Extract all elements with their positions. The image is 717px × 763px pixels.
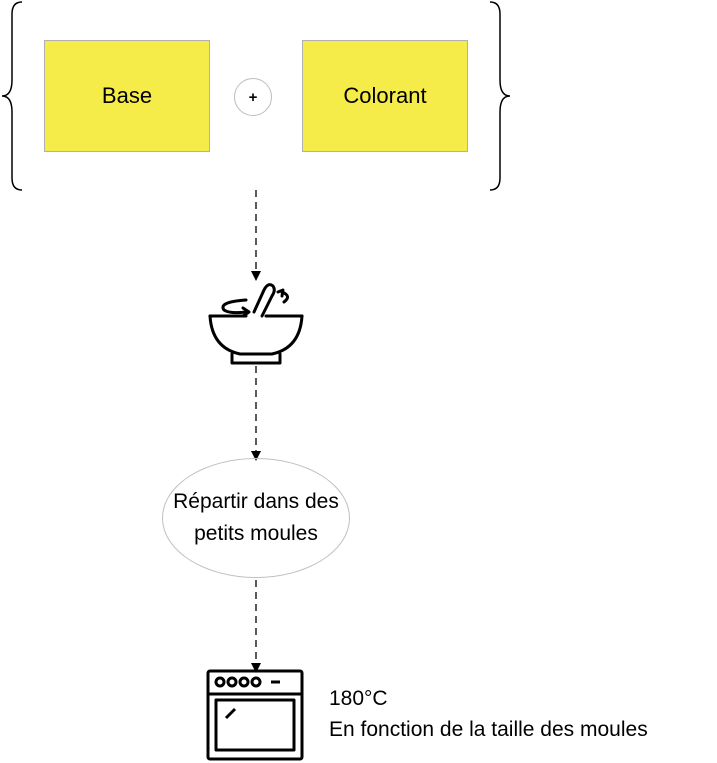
base-box: Base [44, 40, 210, 152]
distribute-step: Répartir dans des petits moules [162, 458, 350, 578]
plus-operator: + [234, 78, 272, 116]
mixing-bowl-icon [208, 283, 304, 365]
plus-sign: + [248, 88, 258, 106]
baking-temperature: 180°C [329, 687, 388, 710]
oven-icon [206, 669, 304, 761]
baking-duration-note: En fonction de la taille des moules [329, 718, 648, 741]
colorant-box: Colorant [302, 40, 468, 152]
left-brace [1, 1, 23, 191]
baking-caption: 180°C En fonction de la taille des moule… [329, 683, 648, 745]
right-brace [489, 1, 511, 191]
base-label: Base [101, 83, 153, 108]
colorant-label: Colorant [343, 83, 427, 108]
distribute-label: Répartir dans des petits moules [173, 490, 339, 545]
